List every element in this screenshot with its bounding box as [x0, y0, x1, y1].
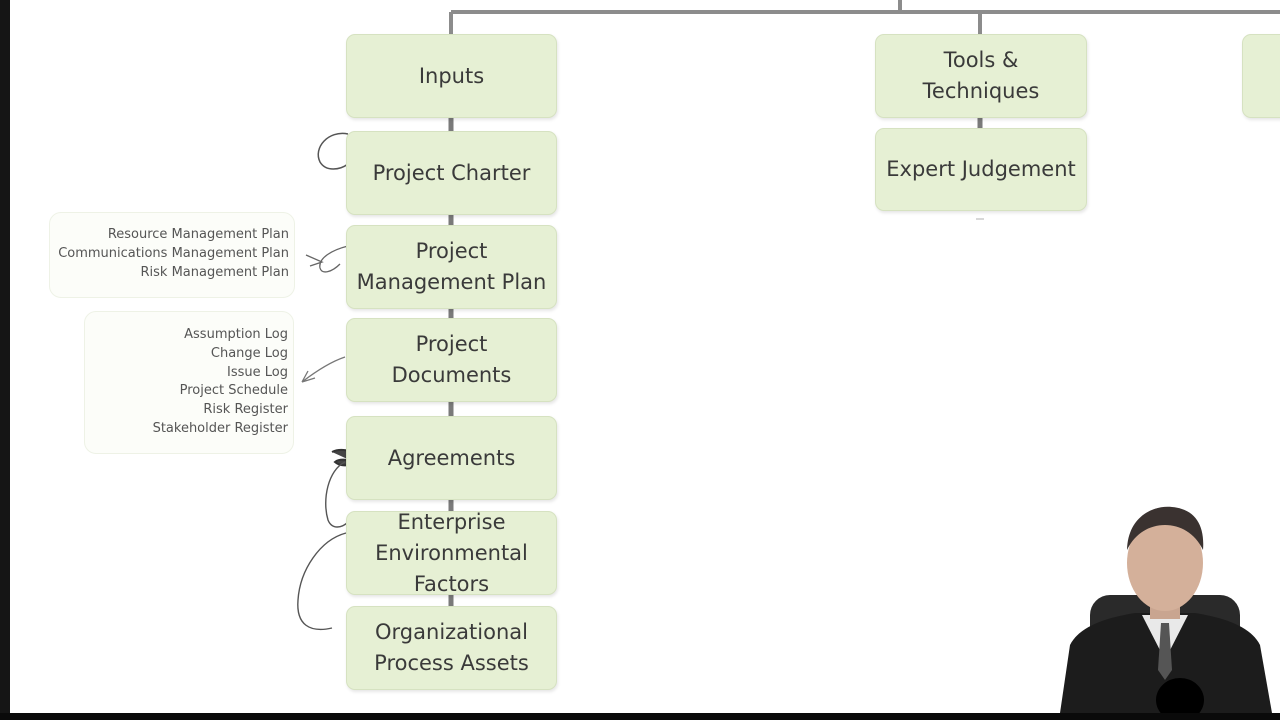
outputs-header-partial [1242, 34, 1280, 118]
document-item: Risk Register [203, 402, 288, 418]
input-project-documents: Project Documents [346, 318, 557, 402]
document-item: Project Schedule [179, 383, 288, 399]
left-frame-border [0, 0, 10, 713]
presenter-hair [1127, 506, 1204, 550]
input-agreements: Agreements [346, 416, 557, 500]
charter-bracket-mark [317, 132, 349, 170]
process-diagram-slide: Inputs Tools & Techniques Project Charte… [10, 0, 1280, 713]
project-documents-items-note: Assumption Log Change Log Issue Log Proj… [84, 311, 294, 454]
document-item: Issue Log [227, 364, 288, 380]
agreements-loop-mark [325, 461, 349, 528]
bottom-frame-border [0, 713, 1280, 720]
tools-techniques-header: Tools & Techniques [875, 34, 1087, 118]
plan-component-item: Communications Management Plan [58, 245, 289, 261]
documents-arrow-mark [301, 356, 346, 383]
document-item: Stakeholder Register [152, 420, 288, 436]
presenter-webcam-overlay [1060, 506, 1272, 713]
plan-component-item: Risk Management Plan [140, 264, 289, 280]
plan-component-item: Resource Management Plan [107, 227, 289, 242]
document-item: Change Log [210, 345, 288, 361]
inputs-header: Inputs [346, 34, 557, 118]
document-item: Assumption Log [184, 327, 288, 342]
tool-expert-judgement: Expert Judgement [875, 128, 1087, 211]
input-project-management-plan: Project Management Plan [346, 225, 557, 309]
presenter-tie [1158, 623, 1172, 680]
input-enterprise-environmental-factors: Enterprise Environmental Factors [346, 510, 557, 596]
eef-curve-mark [297, 532, 347, 630]
input-organizational-process-assets: Organizational Process Assets [346, 606, 557, 690]
presenter-face [1127, 515, 1203, 611]
plan-arrow-mark [305, 245, 349, 273]
input-project-charter: Project Charter [346, 131, 557, 215]
presenter-microphone [1156, 678, 1204, 713]
management-plan-components-note: Resource Management Plan Communications … [49, 212, 295, 298]
